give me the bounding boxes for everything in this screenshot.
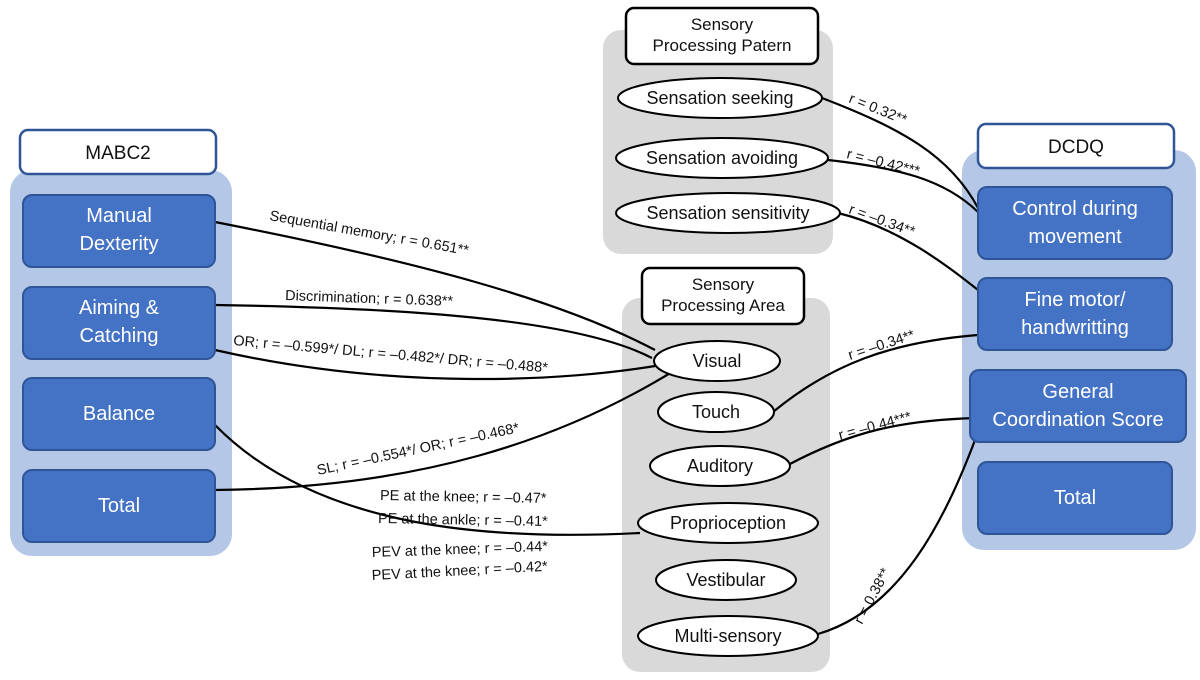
edge-label-balance-pev-knee-1: PEV at the knee; r = –0.44*: [372, 539, 549, 561]
edges: [214, 96, 979, 636]
sensation-seeking-label: Sensation seeking: [646, 88, 793, 108]
edge-balance-proprioception: [214, 424, 641, 536]
proprioception-label: Proprioception: [670, 513, 786, 533]
edge-sensation-sensitivity-fine-motor: [837, 211, 979, 291]
edge-label-balance-pe-knee: PE at the knee; r = –0.47*: [380, 488, 547, 507]
edge-label-balance-pev-knee-2: PEV at the knee; r = –0.42*: [371, 559, 548, 584]
touch-node[interactable]: [657, 391, 775, 433]
spp-title-box: [624, 6, 820, 66]
mabc2-aiming-catching-label: Aiming &Catching: [79, 297, 160, 347]
edge-label-sensation-seeking: r = 0.32**: [847, 91, 910, 129]
sensation-avoiding-node[interactable]: [615, 137, 829, 179]
multisensory-label: Multi-sensory: [674, 626, 781, 646]
edge-label-sensation-sensitivity: r = –0.34**: [847, 202, 918, 241]
multisensory-node[interactable]: [637, 615, 819, 657]
sensation-avoiding-label: Sensation avoiding: [646, 148, 798, 168]
dcdq-total-box[interactable]: [977, 461, 1173, 535]
edge-auditory-general-coordination: [787, 416, 979, 466]
mabc2-total-box[interactable]: [22, 469, 216, 543]
edge-multisensory-general-coordination: [817, 439, 977, 636]
sensation-sensitivity-label: Sensation sensitivity: [646, 203, 809, 223]
vestibular-label: Vestibular: [686, 570, 765, 590]
dcdq-general-coordination-box[interactable]: [969, 369, 1187, 443]
dcdq-fine-motor-label: Fine motor/handwritting: [1021, 289, 1129, 339]
mabc2-aiming-catching-box[interactable]: [22, 286, 216, 360]
vestibular-node[interactable]: [655, 559, 797, 601]
edge-aiming-visual-or: [214, 348, 656, 381]
edge-touch-fine-motor: [772, 333, 979, 413]
dcdq-title: DCDQ: [1048, 137, 1104, 158]
auditory-node[interactable]: [649, 445, 791, 487]
mabc2-balance-label: Balance: [83, 403, 155, 425]
edge-label-auditory: r = –0.44***: [837, 409, 914, 444]
dcdq-control-during-movement-box[interactable]: [977, 186, 1173, 260]
mabc2-title-box: [18, 128, 218, 176]
dcdq-fine-motor-box[interactable]: [977, 277, 1173, 351]
mabc2-manual-dexterity-box[interactable]: [22, 194, 216, 268]
dcdq-total-label: Total: [1054, 487, 1096, 509]
edge-label-aiming-or: OR; r = –0.599*/ DL; r = –0.482*/ DR; r …: [233, 333, 549, 376]
edge-label-multisensory: r = 0.38**: [851, 565, 894, 627]
edge-label-sensation-avoiding: r = –0.42***: [845, 146, 922, 180]
sensation-seeking-node[interactable]: [617, 77, 823, 119]
edge-aiming-visual-discrimination: [214, 303, 653, 359]
edge-label-aiming-discrimination: Discrimination; r = 0.638**: [285, 288, 454, 310]
proprioception-node[interactable]: [637, 502, 819, 544]
edge-sensation-seeking-control: [821, 96, 979, 209]
edge-label-balance-pe-ankle: PE at the ankle; r = –0.41*: [378, 511, 548, 530]
edge-total-visual: [214, 371, 673, 492]
dcdq-title-box: [976, 122, 1176, 170]
edge-manual-dexterity-visual: [214, 220, 656, 351]
visual-label: Visual: [693, 351, 742, 371]
sensation-sensitivity-node[interactable]: [615, 192, 841, 234]
edge-label-manual-dexterity: Sequential memory; r = 0.651**: [268, 208, 470, 259]
mabc2-total-label: Total: [98, 495, 140, 517]
spa-title-box: [640, 266, 806, 326]
mabc2-balance-box[interactable]: [22, 377, 216, 451]
auditory-label: Auditory: [687, 456, 753, 476]
touch-label: Touch: [692, 402, 740, 422]
edge-sensation-avoiding-control: [827, 158, 979, 213]
edge-label-touch: r = –0.34**: [846, 327, 917, 364]
visual-node[interactable]: [653, 340, 781, 382]
mabc2-title: MABC2: [85, 143, 150, 164]
